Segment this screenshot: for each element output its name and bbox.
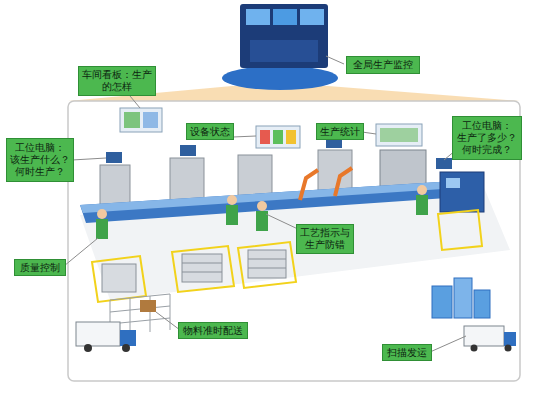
label-box: 生产统计: [316, 123, 364, 140]
cart: [182, 254, 222, 282]
leader-line: [362, 132, 376, 134]
leader-line: [72, 158, 106, 160]
label-text: 车间看板：生产 的怎样: [81, 69, 153, 93]
leader-line: [156, 312, 180, 330]
truck-cab: [504, 332, 516, 346]
board-chart: [380, 128, 418, 142]
label-box: 全局生产监控: [346, 56, 420, 74]
building: [474, 290, 490, 318]
worker-body: [416, 195, 428, 215]
worker-head: [227, 195, 237, 205]
station-pc: [180, 145, 196, 156]
wheel: [122, 344, 130, 352]
workstation: [238, 155, 272, 197]
label-box: 质量控制: [14, 259, 66, 276]
screen: [300, 9, 324, 25]
wheel: [471, 345, 478, 352]
station-pc: [106, 152, 122, 163]
leader-line: [130, 96, 140, 108]
label-text: 物料准时配送: [183, 325, 243, 337]
pallet: [140, 300, 156, 312]
leader-line: [430, 336, 466, 352]
worker-head: [257, 201, 267, 211]
status-light: [260, 130, 270, 144]
kanban-board: [120, 108, 162, 132]
floor-zone: [238, 242, 296, 288]
label-box: 工位电脑： 生产了多少？ 何时完成？: [452, 116, 522, 160]
leader-lines: [64, 56, 466, 352]
worker-body: [96, 219, 108, 239]
worker-body: [226, 205, 238, 225]
workstation: [170, 158, 204, 200]
robot-arm: [300, 170, 318, 200]
truck-cab: [120, 330, 136, 346]
truck-box: [464, 326, 504, 346]
wheel: [84, 344, 92, 352]
monitor-platform: [222, 66, 338, 90]
label-text: 扫描发运: [387, 347, 427, 359]
cart-shelves: [182, 259, 286, 272]
floor-zone: [92, 256, 146, 302]
label-text: 工艺指示与 生产防错: [299, 227, 351, 251]
board-chart: [124, 112, 140, 128]
label-text: 质量控制: [20, 262, 60, 274]
label-text: 生产统计: [320, 126, 360, 138]
machine-panel: [446, 178, 460, 188]
cart: [248, 250, 286, 278]
label-box: 工位电脑： 该生产什么？ 何时生产？: [6, 138, 74, 182]
leader-line: [266, 214, 300, 230]
cart: [102, 264, 136, 292]
screen: [246, 9, 270, 25]
label-text: 工位电脑： 该生产什么？ 何时生产？: [9, 142, 71, 178]
worker-head: [417, 185, 427, 195]
conveyor-top: [80, 180, 473, 213]
status-light: [273, 130, 283, 144]
building: [454, 278, 472, 318]
leader-line: [64, 238, 98, 266]
building: [432, 286, 452, 318]
console: [250, 40, 318, 62]
wheel: [505, 345, 512, 352]
floor-zone: [172, 246, 234, 292]
screen: [273, 9, 297, 25]
robot-arm: [335, 168, 352, 196]
label-text: 工位电脑： 生产了多少？ 何时完成？: [455, 120, 519, 156]
stats-board: [376, 124, 422, 146]
label-box: 工艺指示与 生产防错: [296, 224, 354, 254]
workstation: [100, 165, 130, 205]
board-chart: [143, 112, 158, 128]
status-light: [286, 130, 296, 144]
truck-box: [76, 322, 120, 346]
label-box: 扫描发运: [382, 344, 432, 361]
label-box: 物料准时配送: [178, 322, 248, 339]
control-room: [240, 4, 328, 68]
leader-line: [326, 56, 344, 64]
label-box: 车间看板：生产 的怎样: [78, 66, 156, 96]
label-box: 设备状态: [186, 123, 234, 140]
label-text: 全局生产监控: [353, 59, 413, 71]
floor-zone: [438, 210, 482, 250]
conveyor: [80, 180, 476, 223]
label-text: 设备状态: [190, 126, 230, 138]
worker-head: [97, 209, 107, 219]
packing-machine: [440, 172, 484, 212]
status-board: [256, 126, 300, 148]
